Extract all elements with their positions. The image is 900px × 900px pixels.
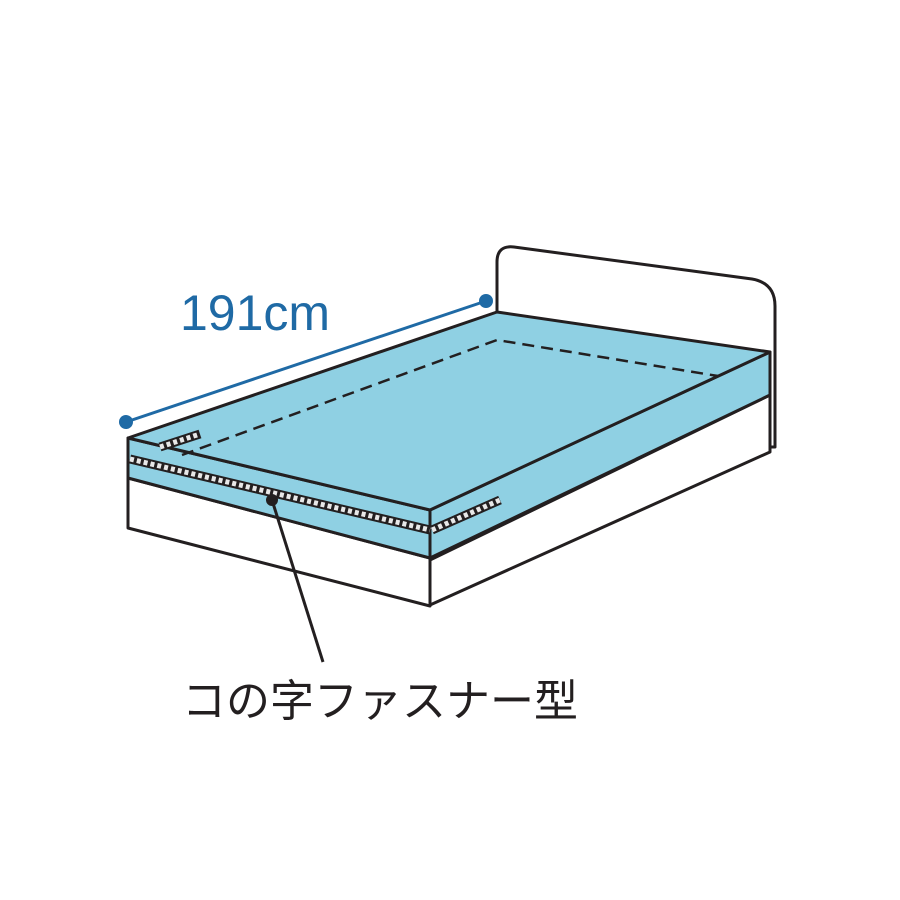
dimension-endpoint-left (119, 415, 133, 429)
dimension-line (125, 299, 487, 424)
zipper-front-teeth (129, 456, 431, 533)
dimension-label: 191cm (180, 285, 330, 341)
zipper-right-teeth (430, 497, 502, 533)
mattress-dashed-outline (181, 338, 719, 457)
callout-leader (270, 499, 325, 663)
mattress-top (126, 310, 772, 512)
dimension-endpoint-right (479, 294, 493, 308)
zipper-left-teeth (159, 431, 201, 450)
callout-label: コの字ファスナー型 (182, 676, 578, 727)
